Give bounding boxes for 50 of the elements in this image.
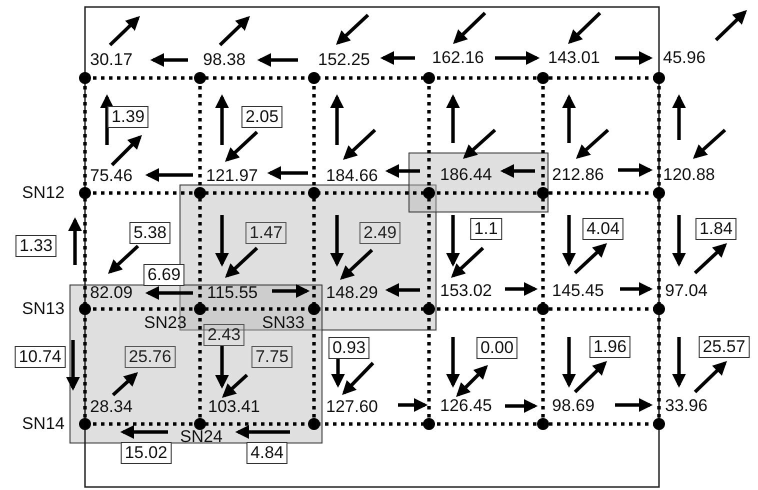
value-label: 97.04 [665, 281, 708, 301]
value-box: 4.04 [582, 218, 624, 240]
node-label: SN33 [262, 313, 305, 333]
value-box: 4.84 [246, 442, 288, 464]
value-label: 120.88 [663, 165, 715, 185]
value-label: 153.02 [440, 281, 492, 301]
value-label: 45.96 [663, 48, 706, 68]
value-box: 5.38 [129, 222, 171, 244]
value-label: 82.09 [90, 283, 133, 303]
value-label: 212.86 [552, 165, 604, 185]
value-box: 15.02 [120, 442, 172, 464]
value-label: 30.17 [90, 50, 133, 70]
node-label: SN14 [22, 414, 65, 434]
value-label: 98.69 [552, 396, 595, 416]
value-box: 0.93 [328, 337, 370, 359]
value-label: 33.96 [665, 396, 708, 416]
value-label: 145.45 [552, 281, 604, 301]
value-box: 1.47 [245, 222, 287, 244]
value-box: 1.96 [589, 336, 631, 358]
value-label: 28.34 [90, 397, 133, 417]
value-label: 98.38 [203, 50, 246, 70]
value-label: 103.41 [208, 397, 260, 417]
value-box: 7.75 [251, 346, 293, 368]
value-label: 126.45 [440, 396, 492, 416]
value-box: 25.76 [124, 346, 176, 368]
value-box: 2.49 [359, 222, 401, 244]
value-box: 10.74 [14, 346, 66, 368]
value-box: 1.39 [107, 106, 149, 128]
value-label: 148.29 [326, 283, 378, 303]
value-label: 115.55 [207, 283, 258, 303]
value-label: 75.46 [90, 166, 133, 186]
value-label: 127.60 [326, 397, 378, 417]
value-label: 186.44 [440, 165, 492, 185]
value-label: 184.66 [326, 166, 378, 186]
node-label: SN23 [144, 313, 187, 333]
value-label: 121.97 [206, 166, 258, 186]
value-box: 6.69 [143, 264, 185, 286]
value-box: 2.43 [203, 324, 245, 346]
value-box: 1.33 [15, 235, 57, 257]
value-box: 25.57 [698, 336, 750, 358]
node-label: SN24 [180, 427, 223, 447]
node-label: SN13 [22, 299, 65, 319]
value-box: 1.1 [470, 218, 502, 240]
value-label: 143.01 [548, 48, 600, 68]
value-box: 0.00 [476, 337, 518, 359]
value-box: 2.05 [241, 106, 283, 128]
value-label: 152.25 [318, 50, 370, 70]
node-label: SN12 [22, 183, 65, 203]
value-label: 162.16 [432, 48, 484, 68]
value-box: 1.84 [695, 218, 737, 240]
